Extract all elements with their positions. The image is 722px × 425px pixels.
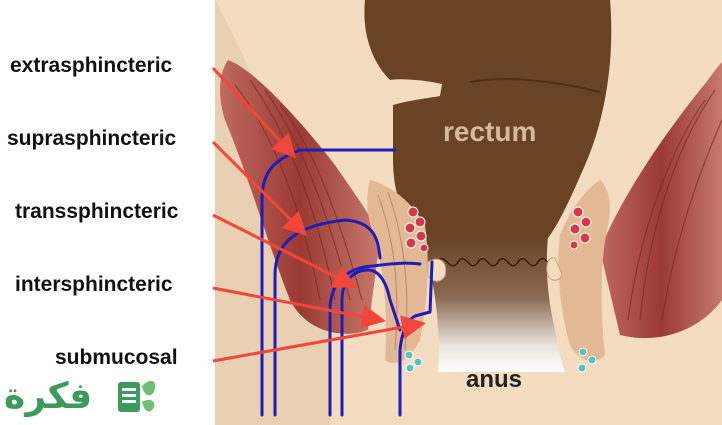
right-anal-glands — [569, 206, 592, 250]
left-levator-muscle — [220, 60, 380, 334]
right-muscle-fibers — [627, 89, 722, 321]
label-suprasphincteric: suprasphincteric — [7, 127, 177, 150]
right-anal-crypts — [577, 347, 597, 373]
intersphincteric-tract — [340, 268, 402, 417]
watermark-text: فكرة — [4, 376, 92, 417]
extrasphincteric-tract — [260, 148, 397, 417]
dentate-line — [436, 257, 549, 267]
book-leaf-icon — [118, 380, 156, 412]
label-extrasphincteric: extrasphincteric — [10, 54, 173, 77]
watermark-logo: فكرة — [4, 376, 156, 417]
rectum-fold — [469, 78, 601, 93]
submucosal-arrow — [212, 315, 426, 363]
label-arrows — [211, 66, 426, 363]
left-anal-glands — [404, 206, 429, 253]
suprasphincteric-arrow — [211, 140, 308, 237]
label-transsphincteric: transsphincteric — [15, 200, 179, 223]
label-anus: anus — [466, 366, 523, 393]
label-intersphincteric: intersphincteric — [15, 273, 173, 296]
anal-canal — [420, 236, 565, 372]
extrasphincteric-arrow — [211, 66, 297, 159]
label-rectum: rectum — [443, 116, 537, 147]
right-anal-flap — [546, 257, 563, 281]
transsphincteric-arrow — [212, 213, 358, 288]
transsphincteric-tract — [328, 261, 422, 417]
left-muscle-fibers — [234, 79, 363, 301]
right-levator-muscle — [600, 62, 722, 339]
rectum-body — [364, 0, 612, 238]
label-submucosal: submucosal — [55, 346, 178, 369]
left-anal-crypts — [404, 350, 423, 373]
suprasphincteric-tract — [273, 218, 382, 417]
intersphincteric-arrow — [212, 286, 386, 329]
